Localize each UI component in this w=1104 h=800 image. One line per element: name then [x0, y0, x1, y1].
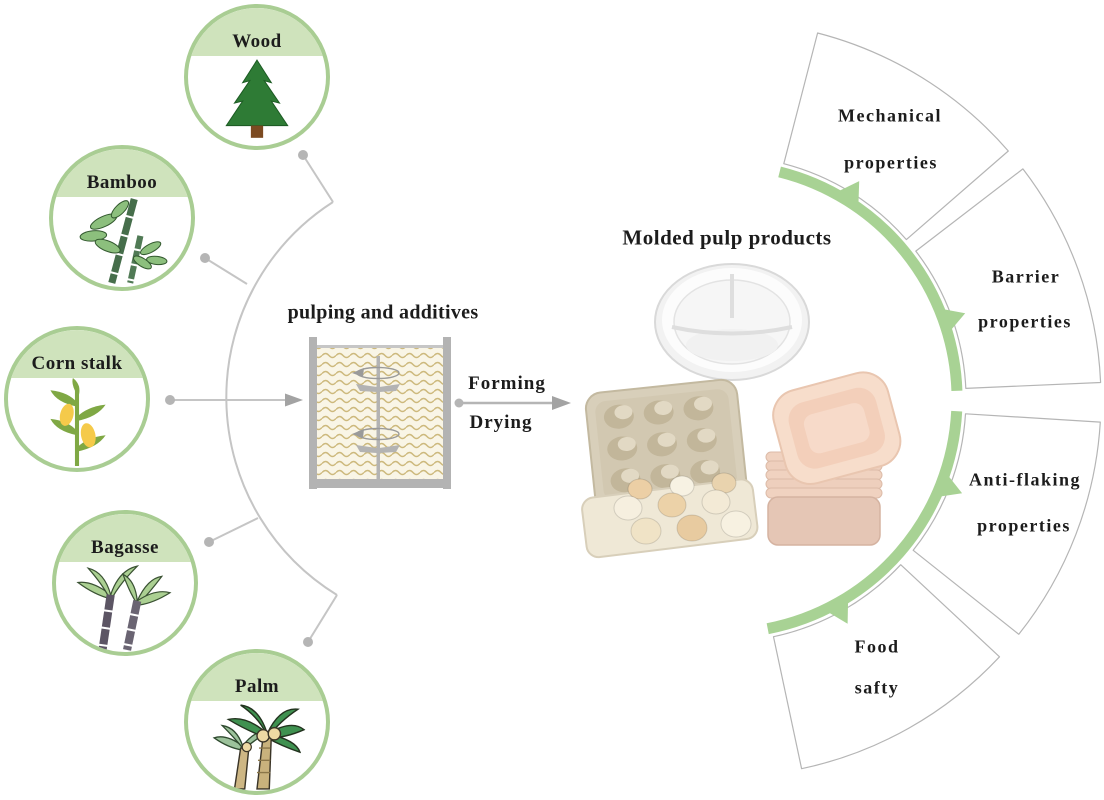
wedge-food-safety: [772, 564, 1001, 770]
agitator-shaft: [376, 356, 380, 479]
material-band: Wood: [188, 8, 326, 56]
material-label-bamboo: Bamboo: [86, 172, 158, 193]
wedge-anti-flaking-properties: [912, 413, 1101, 635]
anti-flaking-properties-label-line1: Anti-flaking: [968, 469, 1082, 490]
material-circle-wood: Wood: [184, 4, 330, 150]
corn-plant-icon: [50, 378, 106, 466]
bamboo-stalks-icon: [79, 198, 168, 284]
material-band: Bagasse: [56, 514, 194, 562]
bowl-stack-icon: [765, 371, 902, 546]
material-label-corn-stalk: Corn stalk: [31, 353, 123, 374]
pine-tree-icon: [225, 59, 289, 138]
material-band: Bamboo: [53, 149, 191, 197]
material-connector-arc: [170, 154, 338, 643]
material-label-wood: Wood: [232, 31, 282, 52]
mixing-tank-icon: [309, 337, 451, 489]
forming-label: Forming: [468, 373, 546, 394]
material-circle-palm: Palm: [184, 649, 330, 795]
forming-drying-arrow: [454, 396, 571, 410]
mechanical-properties-label-line2: properties: [844, 152, 938, 173]
products-title: Molded pulp products: [622, 225, 832, 250]
food-safety-label-line1: Food: [854, 636, 900, 657]
palm-trees-icon: [212, 704, 306, 790]
pulping-additives-label: pulping and additives: [287, 301, 479, 324]
material-band: Palm: [188, 653, 326, 701]
material-circle-bagasse: Bagasse: [52, 510, 198, 656]
material-label-bagasse: Bagasse: [91, 537, 159, 558]
green-accent-arcs: [766, 166, 966, 635]
barrier-properties-label-line2: properties: [978, 311, 1072, 332]
anti-flaking-properties-label-line2: properties: [977, 515, 1071, 536]
connector-dots: [165, 150, 313, 647]
tank-inflow-arrowhead: [285, 393, 303, 407]
material-circle-corn-stalk: Corn stalk: [4, 326, 150, 472]
material-circle-bamboo: Bamboo: [49, 145, 195, 291]
material-label-palm: Palm: [234, 676, 280, 697]
barrier-properties-label-line1: Barrier: [991, 266, 1061, 287]
property-wedges: [772, 32, 1102, 770]
drying-label: Drying: [469, 412, 533, 433]
food-safety-label-line2: safty: [854, 677, 900, 698]
wedge-mechanical-properties: [783, 32, 1009, 241]
egg-carton-icon: [581, 378, 759, 559]
mechanical-properties-label-line1: Mechanical: [838, 105, 942, 126]
wedge-barrier-properties: [915, 168, 1102, 389]
sugarcane-icon: [76, 565, 172, 651]
material-band: Corn stalk: [8, 330, 146, 378]
three-compartment-plate-icon: [654, 263, 810, 381]
